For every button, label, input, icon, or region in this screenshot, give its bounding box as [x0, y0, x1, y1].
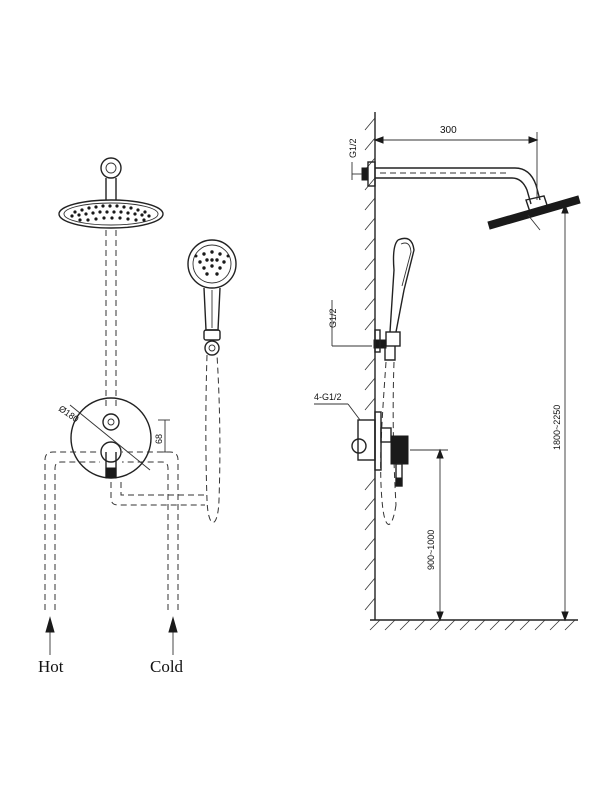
front-view: Ø180 68 Hot Cold: [38, 157, 237, 676]
side-view: 300 G1/2 G1/2: [314, 112, 581, 631]
side-hand-shower: [373, 237, 415, 361]
thread-valve-label: 4-G1/2: [314, 392, 342, 402]
hot-label: Hot: [38, 657, 64, 676]
side-shower-arm: [361, 161, 581, 231]
side-valve: [351, 411, 409, 487]
front-arm-flange: [100, 157, 122, 200]
dia-180-label: Ø180: [57, 403, 81, 424]
hot-arrow: [45, 616, 55, 655]
floor-hatching: [369, 619, 576, 631]
front-rain-head: [58, 199, 164, 229]
cold-label: Cold: [150, 657, 184, 676]
height-valve-label: 900~1000: [426, 530, 436, 570]
cold-arrow: [168, 616, 178, 655]
front-hand-shower: [187, 239, 237, 356]
thread-top-label: G1/2: [348, 138, 358, 158]
height-head-label: 1800~2250: [552, 405, 562, 450]
cold-pipe: [122, 461, 169, 610]
dia-leader: [69, 404, 151, 471]
dim-300-label: 300: [440, 125, 457, 136]
hose-side: [380, 361, 397, 525]
dim-68-label: 68: [154, 434, 164, 444]
hot-pipe: [44, 451, 100, 610]
thread-mid-label: G1/2: [328, 308, 338, 328]
front-valve-plate: [70, 397, 152, 479]
hose-front: [205, 354, 221, 523]
valve-outlet-pipe: [110, 482, 205, 506]
wall-hatching: [364, 117, 376, 611]
